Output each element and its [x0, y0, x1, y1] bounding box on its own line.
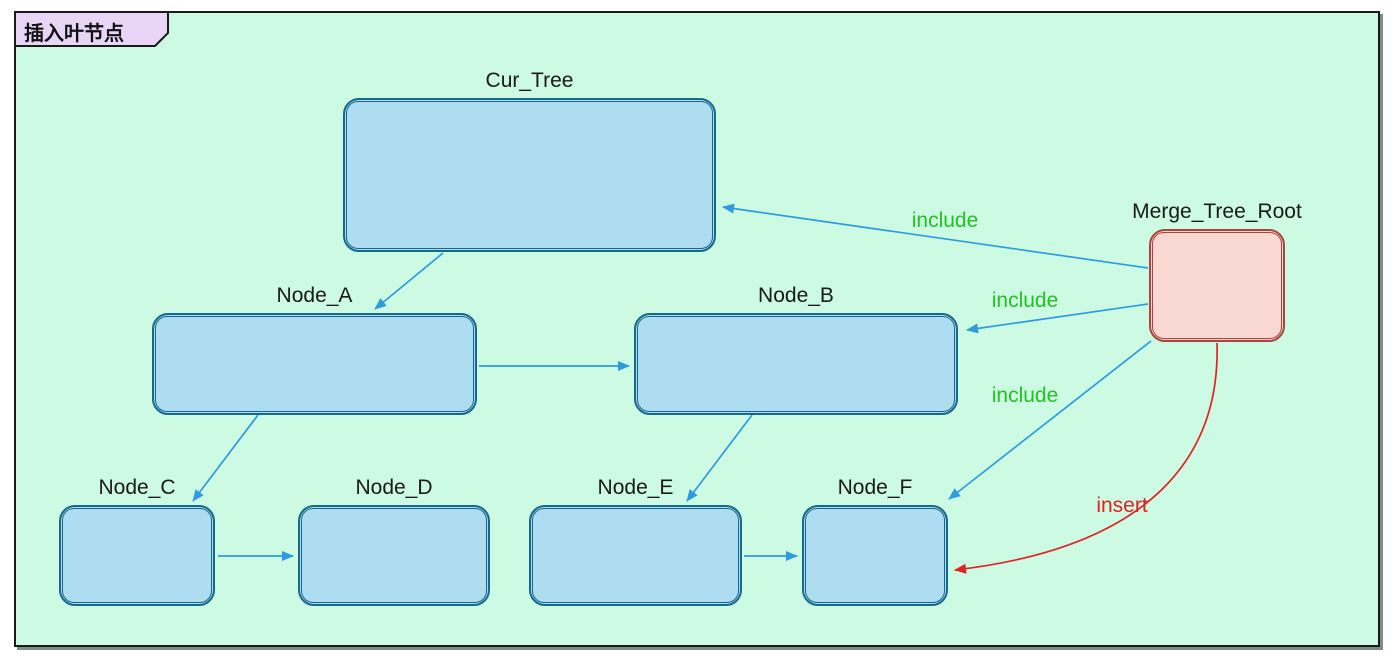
node-d-label: Node_D: [355, 476, 433, 499]
node-a-box: [152, 313, 477, 415]
node-cur-tree-label: Cur_Tree: [485, 69, 574, 92]
node-f-box: [802, 505, 948, 606]
node-e-label: Node_E: [597, 476, 674, 499]
node-e: Node_E: [529, 476, 742, 606]
node-d-box: [298, 505, 490, 606]
node-merge-tree-root-label: Merge_Tree_Root: [1132, 200, 1302, 223]
node-merge-tree-root: Merge_Tree_Root: [1132, 200, 1302, 342]
node-b-label: Node_B: [758, 284, 834, 307]
node-c-label: Node_C: [98, 476, 176, 499]
node-cur-tree-box: [343, 98, 716, 252]
frame-title: 插入叶节点: [24, 23, 124, 45]
node-d: Node_D: [298, 476, 490, 606]
node-f-label: Node_F: [837, 476, 913, 499]
node-c: Node_C: [59, 476, 215, 606]
node-b: Node_B: [634, 284, 958, 415]
node-a: Node_A: [152, 284, 477, 415]
node-c-box: [59, 505, 215, 606]
node-e-box: [529, 505, 742, 606]
node-cur-tree: Cur_Tree: [343, 69, 716, 252]
node-b-box: [634, 313, 958, 415]
node-a-label: Node_A: [276, 284, 353, 307]
node-merge-tree-root-box: [1149, 229, 1285, 342]
node-f: Node_F: [802, 476, 948, 606]
